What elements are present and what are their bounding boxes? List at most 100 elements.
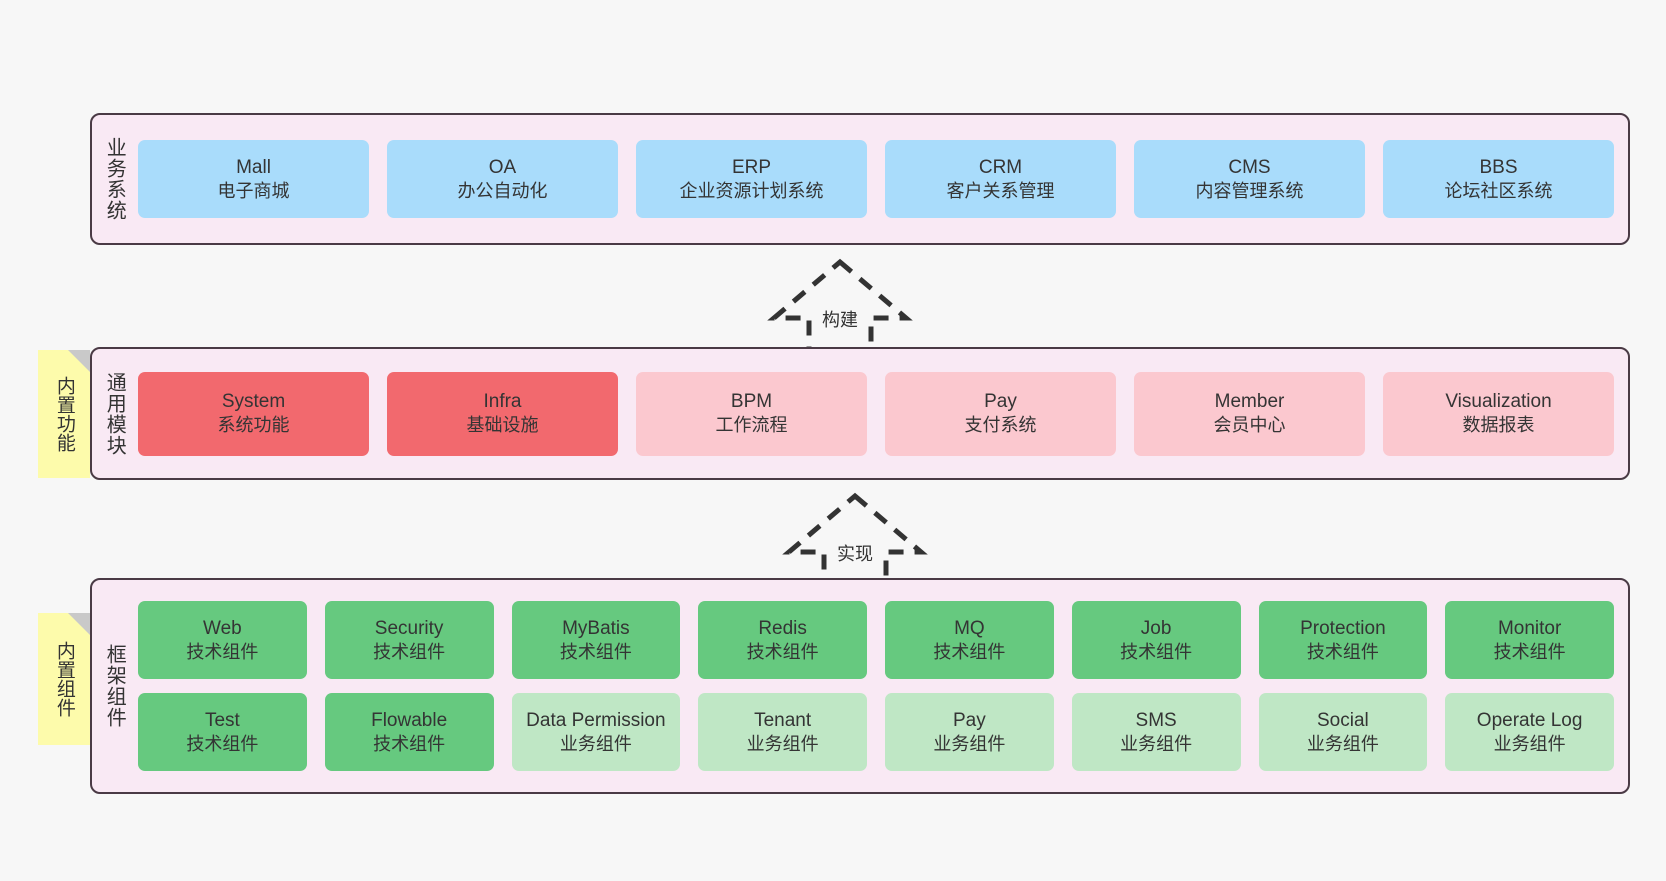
node-title-cn: 技术组件 bbox=[186, 641, 259, 662]
layer-body-framework-component: Web 技术组件 Security 技术组件 MyBatis 技术组件 Redi… bbox=[136, 580, 1628, 792]
node-title-cn: 客户关系管理 bbox=[946, 180, 1055, 201]
node-data-permission[interactable]: Data Permission 业务组件 bbox=[511, 693, 681, 771]
layer-panel-framework-component: 框架组件 Web 技术组件 Security 技术组件 MyBatis 技术组件… bbox=[90, 578, 1630, 794]
node-title-cn: 技术组件 bbox=[746, 641, 819, 662]
node-title-cn: 技术组件 bbox=[373, 641, 446, 662]
node-title-cn: 办公自动化 bbox=[457, 180, 548, 201]
layer-title-common-module: 通用模块 bbox=[103, 371, 126, 456]
sticky-note-label: 内置功能 bbox=[53, 376, 75, 452]
node-job[interactable]: Job 技术组件 bbox=[1071, 601, 1241, 679]
node-title-cn: 业务组件 bbox=[1493, 733, 1566, 754]
node-sms[interactable]: SMS 业务组件 bbox=[1071, 693, 1241, 771]
node-title-en: Flowable bbox=[371, 709, 448, 731]
node-title-cn: 系统功能 bbox=[217, 415, 290, 436]
node-system[interactable]: System 系统功能 bbox=[138, 371, 369, 456]
node-title-cn: 业务组件 bbox=[1120, 733, 1193, 754]
node-title-cn: 支付系统 bbox=[964, 415, 1037, 436]
node-title-en: Mall bbox=[236, 156, 271, 178]
node-title-cn: 技术组件 bbox=[1120, 641, 1193, 662]
node-title-en: Test bbox=[204, 709, 240, 731]
node-title-en: Monitor bbox=[1497, 617, 1562, 639]
connector-build: 构建 bbox=[765, 258, 915, 355]
sticky-note-builtin-components: 内置组件 bbox=[38, 613, 90, 745]
node-mybatis[interactable]: MyBatis 技术组件 bbox=[511, 601, 681, 679]
node-title-cn: 内容管理系统 bbox=[1195, 180, 1304, 201]
node-title-en: Redis bbox=[758, 617, 807, 639]
node-test[interactable]: Test 技术组件 bbox=[138, 693, 307, 771]
node-title-en: BBS bbox=[1479, 156, 1518, 178]
node-security[interactable]: Security 技术组件 bbox=[324, 601, 494, 679]
node-web[interactable]: Web 技术组件 bbox=[138, 601, 307, 679]
node-title-en: MyBatis bbox=[562, 617, 630, 639]
node-row: Mall 电子商城 OA 办公自动化 ERP 企业资源计划系统 CRM 客户关系… bbox=[138, 140, 1614, 218]
node-title-cn: 技术组件 bbox=[933, 641, 1006, 662]
node-title-cn: 电子商城 bbox=[217, 180, 290, 201]
layer-panel-common-module: 通用模块 System 系统功能 Infra 基础设施 BPM 工作流程 Pay… bbox=[90, 347, 1630, 480]
node-title-en: Member bbox=[1214, 391, 1285, 413]
node-title-en: MQ bbox=[954, 617, 985, 639]
node-title-en: Web bbox=[203, 617, 242, 639]
node-title-en: Protection bbox=[1300, 617, 1386, 639]
connector-label-implement: 实现 bbox=[837, 544, 873, 564]
node-title-en: Job bbox=[1140, 617, 1172, 639]
node-mq[interactable]: MQ 技术组件 bbox=[885, 601, 1054, 679]
node-title-en: SMS bbox=[1135, 709, 1177, 731]
node-title-en: Infra bbox=[483, 391, 522, 413]
node-title-cn: 技术组件 bbox=[1493, 641, 1566, 662]
node-title-en: Pay bbox=[953, 709, 986, 731]
node-title-cn: 技术组件 bbox=[559, 641, 632, 662]
node-flowable[interactable]: Flowable 技术组件 bbox=[324, 693, 494, 771]
node-protection[interactable]: Protection 技术组件 bbox=[1258, 601, 1428, 679]
connector-label-build: 构建 bbox=[822, 310, 858, 330]
node-social[interactable]: Social 业务组件 bbox=[1258, 693, 1428, 771]
node-tenant[interactable]: Tenant 业务组件 bbox=[698, 693, 867, 771]
node-oa[interactable]: OA 办公自动化 bbox=[387, 140, 618, 218]
node-title-cn: 业务组件 bbox=[559, 733, 632, 754]
node-title-cn: 工作流程 bbox=[715, 415, 788, 436]
node-row: Test 技术组件 Flowable 技术组件 Data Permission … bbox=[138, 693, 1614, 771]
node-crm[interactable]: CRM 客户关系管理 bbox=[885, 140, 1116, 218]
sticky-note-label: 内置组件 bbox=[53, 641, 75, 717]
node-title-en: System bbox=[221, 391, 286, 413]
node-title-en: Tenant bbox=[754, 709, 812, 731]
node-title-en: Social bbox=[1317, 709, 1369, 731]
layer-body-business-system: Mall 电子商城 OA 办公自动化 ERP 企业资源计划系统 CRM 客户关系… bbox=[136, 115, 1628, 243]
node-mall[interactable]: Mall 电子商城 bbox=[138, 140, 369, 218]
node-member[interactable]: Member 会员中心 bbox=[1134, 371, 1365, 456]
node-pay-component[interactable]: Pay 业务组件 bbox=[885, 693, 1054, 771]
layer-body-common-module: System 系统功能 Infra 基础设施 BPM 工作流程 Pay 支付系统… bbox=[136, 349, 1628, 478]
layer-panel-business-system: 业务系统 Mall 电子商城 OA 办公自动化 ERP 企业资源计划系统 CRM… bbox=[90, 113, 1630, 245]
node-title-cn: 业务组件 bbox=[1306, 733, 1379, 754]
node-row: Web 技术组件 Security 技术组件 MyBatis 技术组件 Redi… bbox=[138, 601, 1614, 679]
node-title-cn: 技术组件 bbox=[186, 733, 259, 754]
node-title-cn: 会员中心 bbox=[1213, 415, 1286, 436]
node-title-cn: 数据报表 bbox=[1462, 415, 1535, 436]
node-cms[interactable]: CMS 内容管理系统 bbox=[1134, 140, 1365, 218]
node-title-cn: 企业资源计划系统 bbox=[679, 180, 824, 201]
node-erp[interactable]: ERP 企业资源计划系统 bbox=[636, 140, 867, 218]
node-title-en: Operate Log bbox=[1476, 709, 1583, 731]
node-pay[interactable]: Pay 支付系统 bbox=[885, 371, 1116, 456]
node-bpm[interactable]: BPM 工作流程 bbox=[636, 371, 867, 456]
node-title-cn: 基础设施 bbox=[466, 415, 539, 436]
node-title-en: OA bbox=[488, 156, 517, 178]
node-infra[interactable]: Infra 基础设施 bbox=[387, 371, 618, 456]
node-title-cn: 论坛社区系统 bbox=[1444, 180, 1553, 201]
node-title-en: CRM bbox=[978, 156, 1023, 178]
node-redis[interactable]: Redis 技术组件 bbox=[698, 601, 867, 679]
node-title-en: Data Permission bbox=[526, 709, 666, 731]
node-bbs[interactable]: BBS 论坛社区系统 bbox=[1383, 140, 1614, 218]
node-monitor[interactable]: Monitor 技术组件 bbox=[1445, 601, 1614, 679]
node-title-cn: 技术组件 bbox=[373, 733, 446, 754]
node-operate-log[interactable]: Operate Log 业务组件 bbox=[1445, 693, 1614, 771]
node-visualization[interactable]: Visualization 数据报表 bbox=[1383, 371, 1614, 456]
node-title-cn: 业务组件 bbox=[746, 733, 819, 754]
node-title-en: CMS bbox=[1228, 156, 1271, 178]
node-row: System 系统功能 Infra 基础设施 BPM 工作流程 Pay 支付系统… bbox=[138, 371, 1614, 456]
layer-title-business-system: 业务系统 bbox=[103, 137, 126, 221]
node-title-en: BPM bbox=[730, 391, 773, 413]
node-title-cn: 业务组件 bbox=[933, 733, 1006, 754]
node-title-en: Security bbox=[374, 617, 444, 639]
node-title-en: Visualization bbox=[1445, 391, 1552, 413]
